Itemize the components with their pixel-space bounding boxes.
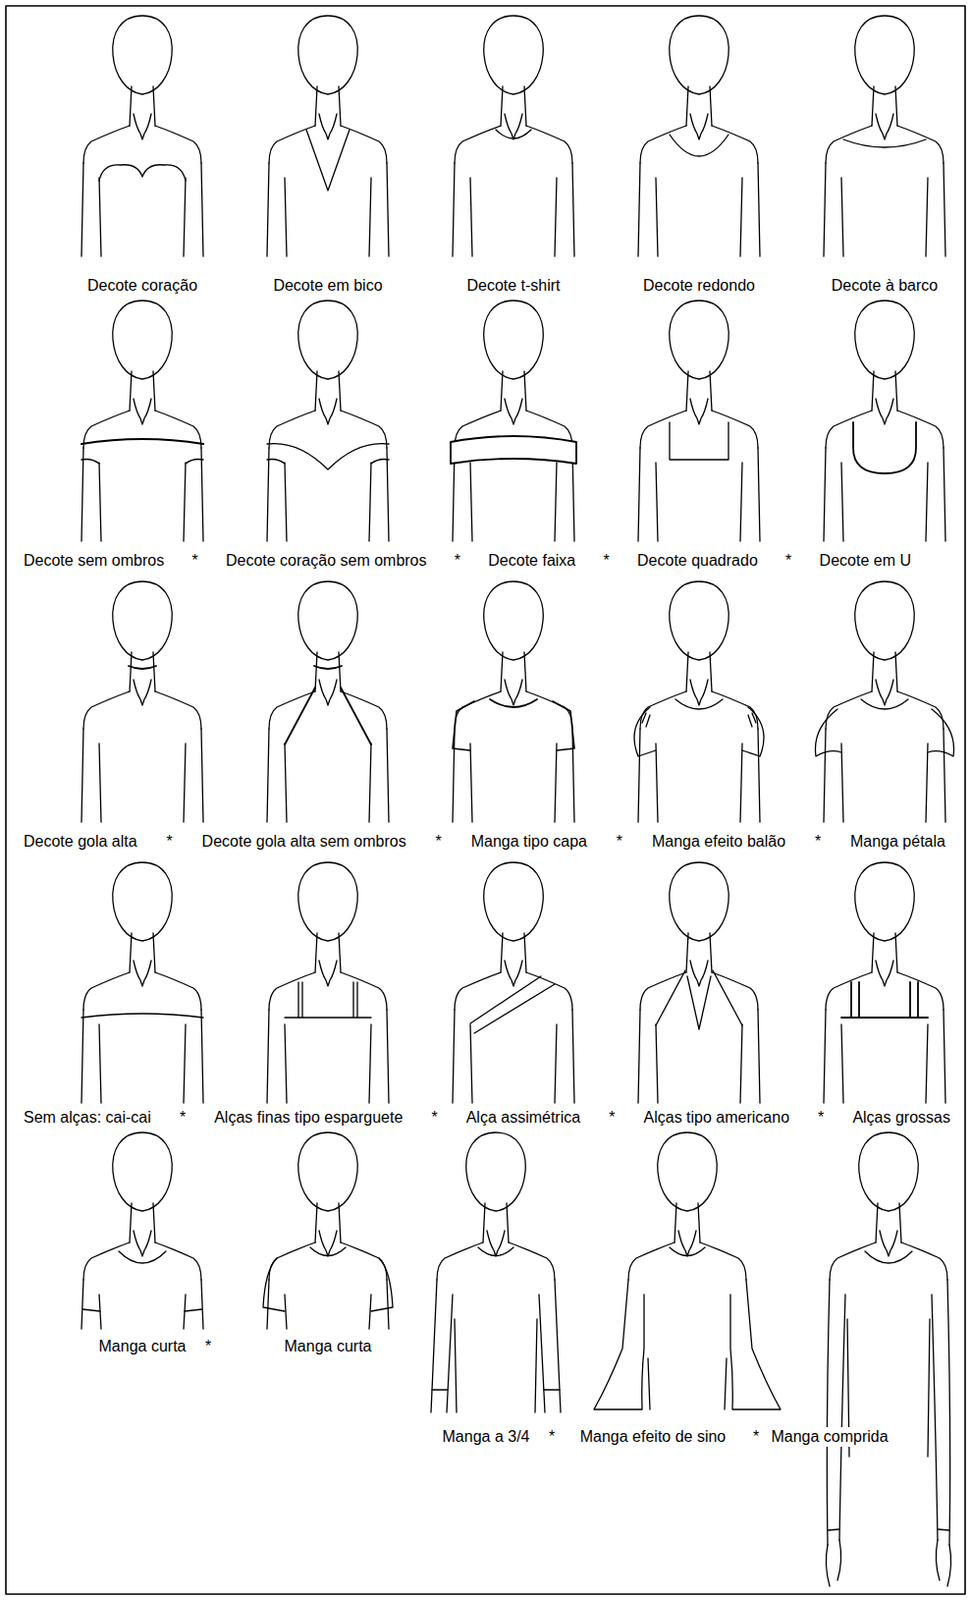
croqui-figure <box>431 1132 561 1412</box>
label-holder: Manga comprida <box>768 1426 890 1447</box>
croqui-figure <box>634 581 764 822</box>
label-row: Decote sem ombros * Decote coração sem omb… <box>21 550 914 571</box>
croqui-figure <box>814 581 954 822</box>
label-holder: Decote à barco <box>829 275 941 296</box>
separator-asterisk: * <box>433 831 444 852</box>
style-label: Manga tipo capa <box>469 831 590 852</box>
croqui-figure <box>81 300 204 541</box>
croqui-figure <box>823 862 946 1103</box>
croqui-figure <box>638 862 760 1103</box>
croqui-figure <box>267 15 389 257</box>
style-label: Alças finas tipo esparguete <box>212 1107 405 1128</box>
style-label: Decote à barco <box>829 275 941 296</box>
croqui-figure <box>267 862 389 1103</box>
style-label: Manga efeito de sino <box>578 1426 729 1447</box>
style-label: Decote sem ombros <box>21 550 166 571</box>
croqui-figure <box>593 1132 781 1409</box>
label-row: Decote gola alta * Decote gola alta sem om… <box>21 831 948 852</box>
label-holder: Manga a 3/4 <box>440 1426 533 1447</box>
style-label: Sem alças: cai-cai <box>21 1107 154 1128</box>
croqui-figure <box>267 581 389 822</box>
style-label: Alças grossas <box>850 1107 953 1128</box>
croqui-figure <box>81 862 204 1103</box>
label-holder: * <box>751 1426 761 1447</box>
separator-asterisk: * <box>452 550 463 571</box>
croqui-figure <box>638 300 760 541</box>
croqui-figure <box>452 581 575 822</box>
croqui-figure <box>823 300 946 541</box>
separator-asterisk: * <box>164 831 175 852</box>
croqui-figure <box>267 300 389 541</box>
style-label: Alças tipo americano <box>642 1107 793 1128</box>
separator-asterisk: * <box>177 1107 188 1128</box>
frame <box>5 5 966 1594</box>
separator-asterisk: * <box>783 550 794 571</box>
separator-asterisk: * <box>815 1107 826 1128</box>
label-holder: Manga curta <box>97 1336 189 1356</box>
label-holder: Decote em bico <box>270 275 384 296</box>
label-holder: Manga efeito de sino <box>578 1426 729 1447</box>
label-holder: Decote redondo <box>641 275 757 296</box>
style-label: Decote t-shirt <box>464 275 562 296</box>
separator-asterisk: * <box>812 831 823 852</box>
style-label: Decote quadrado <box>635 550 760 571</box>
separator-asterisk: * <box>614 831 625 852</box>
style-label: Manga curta <box>282 1336 375 1356</box>
croqui-figure <box>450 300 577 541</box>
separator-asterisk: * <box>429 1107 439 1128</box>
style-label: Alça assimétrica <box>464 1107 583 1128</box>
style-label: Manga pétala <box>848 831 948 852</box>
label-holder: Decote coração <box>85 275 200 296</box>
croqui-figure <box>452 862 575 1103</box>
style-label: Decote gola alta <box>21 831 140 852</box>
style-label: Decote gola alta sem ombros <box>200 831 409 852</box>
style-label: Decote redondo <box>641 275 757 296</box>
label-holder: * <box>546 1426 557 1447</box>
croqui-figure <box>81 15 204 257</box>
label-row: Sem alças: cai-cai * Alças finas tipo espa… <box>21 1107 953 1128</box>
style-label: Decote coração sem ombros <box>223 550 430 571</box>
style-label: Manga efeito balão <box>649 831 788 852</box>
style-label: Decote faixa <box>485 550 578 571</box>
separator-asterisk: * <box>751 1426 761 1447</box>
label-holder: Decote t-shirt <box>464 275 562 296</box>
croqui-figure <box>452 15 575 257</box>
croqui-figure <box>81 1132 204 1329</box>
style-label: Decote em U <box>817 550 914 571</box>
label-holder: Manga curta <box>282 1336 375 1356</box>
croqui-figure <box>638 15 760 257</box>
croqui-figure <box>823 15 946 257</box>
label-holder: * <box>203 1336 214 1356</box>
separator-asterisk: * <box>546 1426 557 1447</box>
style-label: Manga comprida <box>768 1426 890 1447</box>
style-label: Manga curta <box>97 1336 189 1356</box>
style-label: Manga a 3/4 <box>440 1426 533 1447</box>
croqui-figure <box>81 581 204 822</box>
separator-asterisk: * <box>189 550 200 571</box>
separator-asterisk: * <box>606 1107 617 1128</box>
croqui-figure <box>825 1132 951 1586</box>
style-label: Decote coração <box>85 275 200 296</box>
separator-asterisk: * <box>601 550 612 571</box>
style-label: Decote em bico <box>270 275 384 296</box>
croqui-figure <box>263 1132 393 1329</box>
separator-asterisk: * <box>203 1336 214 1356</box>
